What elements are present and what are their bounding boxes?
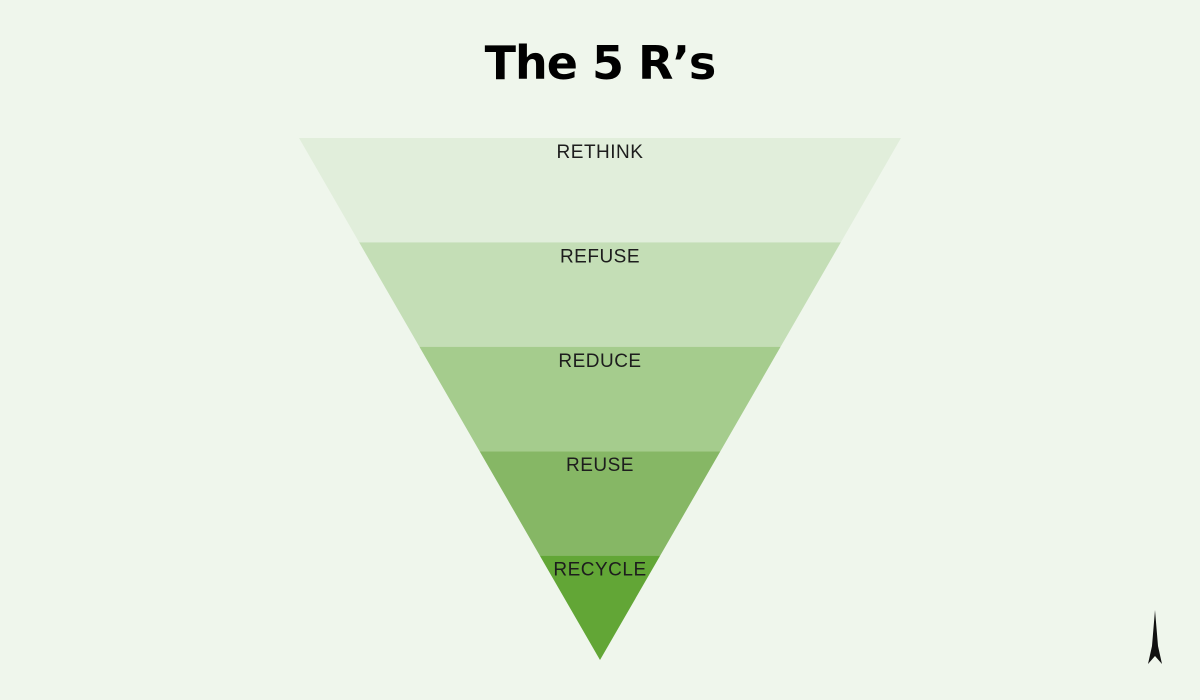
tier-label-rethink: RETHINK [557,142,644,163]
tier-label-refuse: REFUSE [560,246,640,267]
funnel-tier-refuse [359,242,841,347]
page-title: The 5 R’s [484,36,717,90]
tier-label-reduce: REDUCE [558,351,641,372]
funnel-tier-recycle [539,555,661,660]
funnel-tier-rethink [299,138,901,243]
tier-label-recycle: RECYCLE [553,560,646,581]
spike-logo-icon [1148,610,1162,664]
funnel-tier-reuse [479,451,721,556]
funnel-tier-reduce [419,346,781,452]
tier-label-reuse: REUSE [566,455,634,476]
